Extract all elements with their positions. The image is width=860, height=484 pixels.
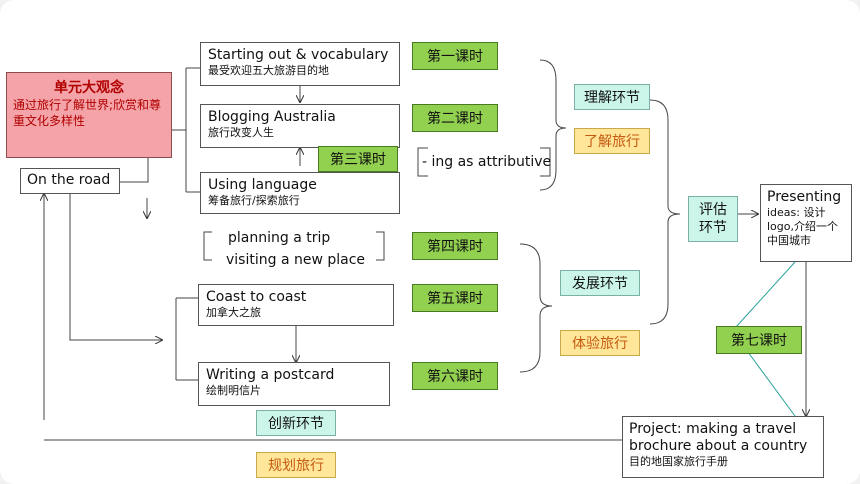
lesson-title: Using language [208, 177, 317, 193]
project-box: Project: making a travel brochure about … [622, 416, 824, 478]
lesson-subtitle: 旅行改变人生 [208, 126, 274, 139]
goal-understand-travel: 了解旅行 [574, 128, 650, 154]
period-3-badge: 第三课时 [318, 146, 398, 172]
period-2-badge: 第二课时 [412, 104, 498, 132]
lesson-using-language: Using language 筹备旅行/探索旅行 [200, 172, 400, 214]
period-6-badge: 第六课时 [412, 362, 498, 390]
lesson-starting-out: Starting out & vocabulary 最受欢迎五大旅游目的地 [200, 42, 400, 86]
period-4-badge: 第四课时 [412, 232, 498, 260]
stage-innovate: 创新环节 [256, 410, 336, 436]
lesson-subtitle: 加拿大之旅 [206, 306, 261, 319]
goal-experience-travel: 体验旅行 [560, 330, 640, 356]
project-subtitle: 目的地国家旅行手册 [629, 455, 728, 468]
lesson-writing-postcard: Writing a postcard 绘制明信片 [198, 362, 390, 406]
lesson-blogging-australia: Blogging Australia 旅行改变人生 [200, 104, 400, 148]
stage-evaluate: 评估环节 [688, 196, 738, 242]
period-5-badge: 第五课时 [412, 284, 498, 312]
on-the-road-box: On the road [20, 168, 120, 194]
lesson-title: Starting out & vocabulary [208, 47, 389, 63]
lesson-title: Blogging Australia [208, 109, 336, 125]
stage-understand: 理解环节 [574, 84, 650, 110]
period-7-badge: 第七课时 [716, 326, 802, 354]
period-1-badge: 第一课时 [412, 42, 498, 70]
unit-concept-title: 单元大观念 [54, 80, 124, 96]
lesson-title: Coast to coast [206, 289, 307, 305]
lesson-coast-to-coast: Coast to coast 加拿大之旅 [198, 284, 394, 326]
visiting-text: visiting a new place [226, 252, 366, 268]
ing-attributive-text: - ing as attributive [422, 154, 552, 170]
stage-develop: 发展环节 [560, 270, 640, 296]
presenting-ideas-box: Presenting ideas: 设计logo,介绍一个中国城市 [760, 184, 852, 262]
lesson-subtitle: 最受欢迎五大旅游目的地 [208, 64, 329, 77]
presenting-text: ideas: 设计logo,介绍一个中国城市 [767, 206, 838, 247]
lesson-subtitle: 绘制明信片 [206, 384, 261, 397]
unit-concept-text: 通过旅行了解世界;欣赏和尊重文化多样性 [13, 98, 162, 128]
goal-plan-travel: 规划旅行 [256, 452, 336, 478]
project-title: Project: making a travel brochure about … [629, 421, 808, 454]
planning-text: planning a trip [228, 230, 331, 246]
lesson-subtitle: 筹备旅行/探索旅行 [208, 194, 300, 207]
lesson-title: Writing a postcard [206, 367, 335, 383]
unit-concept-box: 单元大观念 通过旅行了解世界;欣赏和尊重文化多样性 [6, 72, 172, 158]
presenting-title: Presenting [767, 189, 842, 205]
